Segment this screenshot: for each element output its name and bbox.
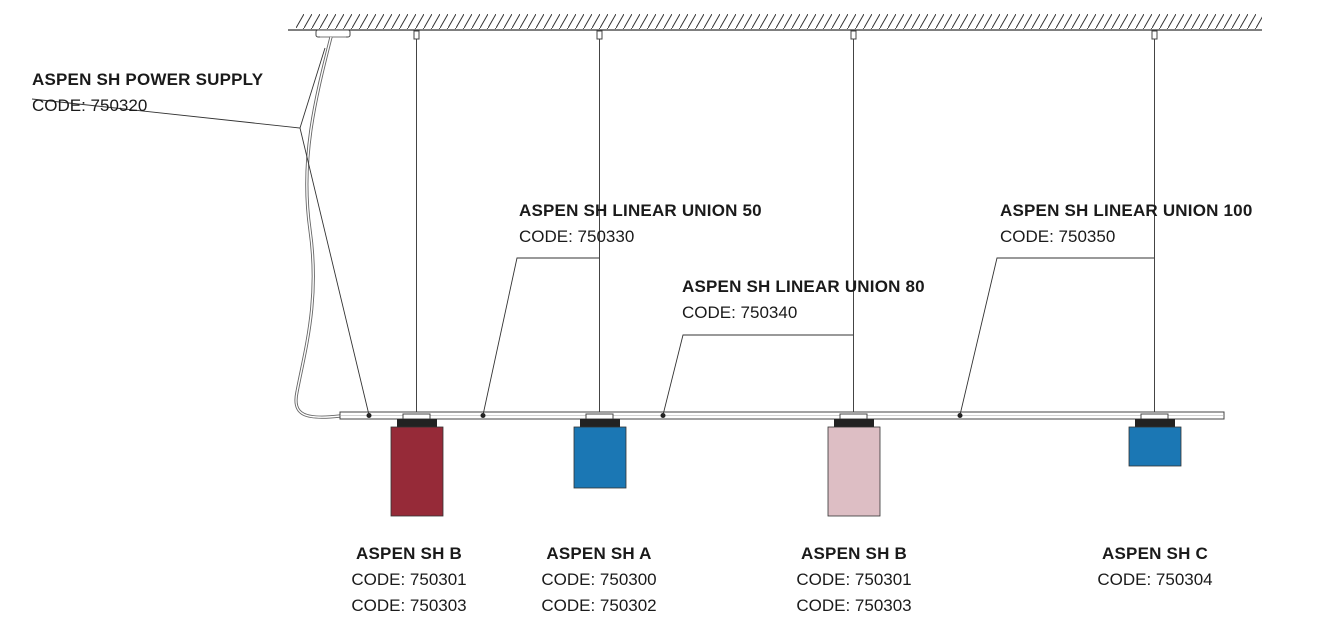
union-100-name: ASPEN SH LINEAR UNION 100	[1000, 201, 1253, 220]
pendant-2-name: ASPEN SH A	[546, 544, 652, 563]
pendant-4-body	[1128, 426, 1182, 467]
suspension-cables	[413, 30, 1158, 414]
pendant-1-name: ASPEN SH B	[356, 544, 462, 563]
pendant-2-code-2: CODE: 750302	[541, 596, 657, 615]
pendant-1	[390, 413, 444, 517]
union-80-code: CODE: 750340	[682, 303, 798, 322]
linear-track	[339, 411, 1225, 420]
pendant-3-name: ASPEN SH B	[801, 544, 907, 563]
ceiling	[288, 14, 1262, 31]
union-50-code: CODE: 750330	[519, 227, 635, 246]
pendant-1-label: ASPEN SH B CODE: 750301 CODE: 750303	[334, 541, 484, 619]
union-100-label: ASPEN SH LINEAR UNION 100 CODE: 750350	[1000, 198, 1253, 250]
pendant-2-label: ASPEN SH A CODE: 750300 CODE: 750302	[524, 541, 674, 619]
pendant-4-code-1: CODE: 750304	[1097, 570, 1213, 589]
pendant-1-code-2: CODE: 750303	[351, 596, 467, 615]
pendant-2-body	[573, 426, 627, 489]
pendant-3-code-1: CODE: 750301	[796, 570, 912, 589]
pendant-1-code-1: CODE: 750301	[351, 570, 467, 589]
leader-lines	[31, 47, 1154, 416]
pendant-4-name: ASPEN SH C	[1102, 544, 1208, 563]
pendant-1-body	[390, 426, 444, 517]
power-supply-canopy	[315, 29, 351, 38]
pendant-3-body	[827, 426, 881, 517]
pendant-2	[573, 413, 627, 489]
power-supply-label: ASPEN SH POWER SUPPLY CODE: 750320	[32, 67, 263, 119]
union-80-label: ASPEN SH LINEAR UNION 80 CODE: 750340	[682, 274, 925, 326]
union-points	[366, 413, 963, 418]
union-50-label: ASPEN SH LINEAR UNION 50 CODE: 750330	[519, 198, 762, 250]
pendant-3-label: ASPEN SH B CODE: 750301 CODE: 750303	[779, 541, 929, 619]
union-50-name: ASPEN SH LINEAR UNION 50	[519, 201, 762, 220]
power-supply-name: ASPEN SH POWER SUPPLY	[32, 70, 264, 89]
union-80-name: ASPEN SH LINEAR UNION 80	[682, 277, 925, 296]
pendant-4	[1128, 413, 1182, 467]
power-supply-code: CODE: 750320	[32, 96, 148, 115]
pendant-4-label: ASPEN SH C CODE: 750304	[1080, 541, 1230, 593]
union-100-code: CODE: 750350	[1000, 227, 1116, 246]
pendant-2-code-1: CODE: 750300	[541, 570, 657, 589]
pendant-3	[827, 413, 881, 517]
pendant-3-code-2: CODE: 750303	[796, 596, 912, 615]
